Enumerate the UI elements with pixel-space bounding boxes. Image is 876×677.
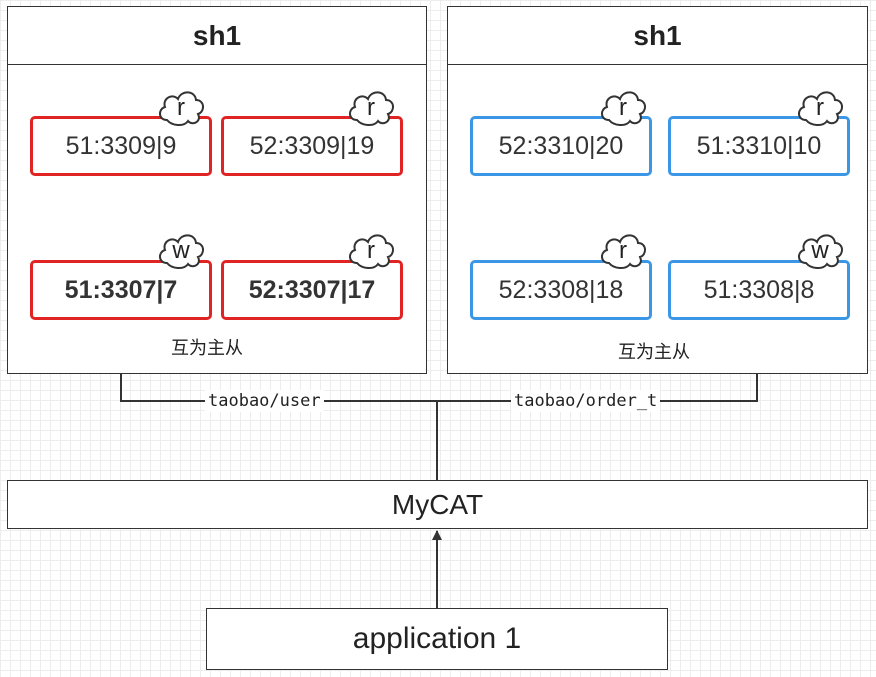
cloud-icon: r xyxy=(345,88,397,128)
shard-title: sh1 xyxy=(8,7,426,65)
mutual-master-label: 互为主从 xyxy=(168,337,246,359)
mycat-box: MyCAT xyxy=(7,480,868,529)
db-node: 52:3309|19 xyxy=(221,116,403,176)
role-label: r xyxy=(367,94,375,121)
route-label-left: taobao/user xyxy=(205,390,324,412)
db-node: 52:3307|17 xyxy=(221,260,403,320)
cloud-icon: r xyxy=(794,88,846,128)
db-node: 52:3308|18 xyxy=(470,260,652,320)
role-label: r xyxy=(619,237,627,264)
mutual-master-label: 互为主从 xyxy=(615,341,693,363)
role-label: r xyxy=(619,94,627,121)
cloud-icon: w xyxy=(155,231,207,271)
db-node: 51:3310|10 xyxy=(668,116,850,176)
db-node: 51:3307|7 xyxy=(30,260,212,320)
role-label: w xyxy=(172,237,190,264)
role-label: r xyxy=(177,94,185,121)
role-label: w xyxy=(811,237,829,264)
shard-title: sh1 xyxy=(448,7,867,65)
cloud-icon: w xyxy=(794,231,846,271)
db-node: 51:3309|9 xyxy=(30,116,212,176)
cloud-icon: r xyxy=(597,88,649,128)
role-label: r xyxy=(367,237,375,264)
role-label: r xyxy=(816,94,824,121)
db-node: 52:3310|20 xyxy=(470,116,652,176)
application-box: application 1 xyxy=(206,608,668,670)
cloud-icon: r xyxy=(597,231,649,271)
db-node: 51:3308|8 xyxy=(668,260,850,320)
cloud-icon: r xyxy=(155,88,207,128)
route-label-right: taobao/order_t xyxy=(511,390,661,412)
cloud-icon: r xyxy=(345,231,397,271)
